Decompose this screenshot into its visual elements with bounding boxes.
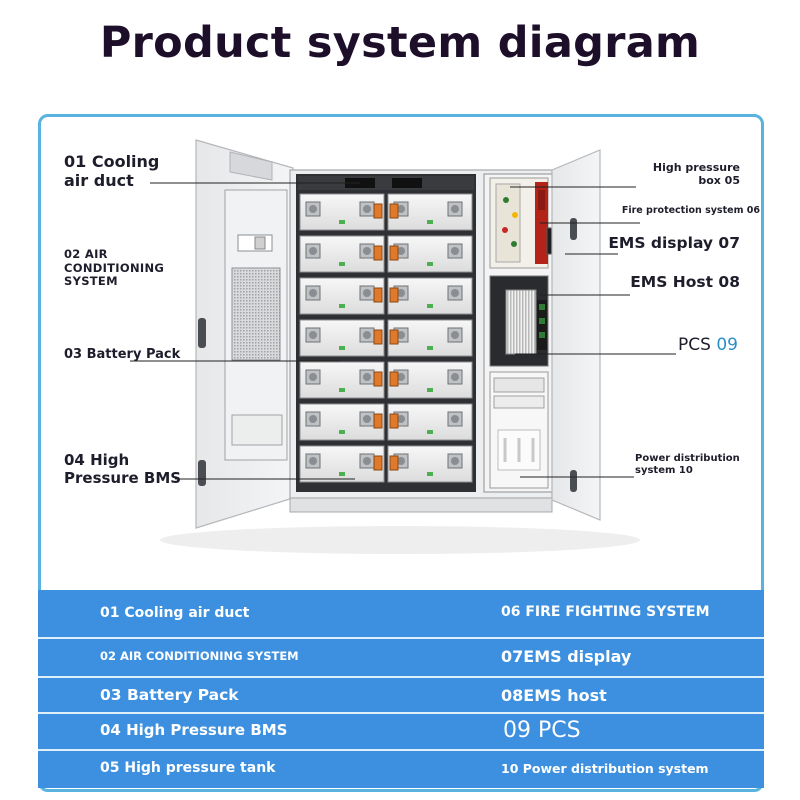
legend-item-06: 06 FIRE FIGHTING SYSTEM bbox=[501, 604, 710, 620]
leader-lines bbox=[130, 182, 676, 480]
battery-module bbox=[299, 403, 385, 441]
legend-item-01: 01 Cooling air duct bbox=[100, 605, 250, 621]
legend-item-03: 03 Battery Pack bbox=[100, 686, 239, 704]
battery-packs bbox=[299, 193, 473, 483]
battery-module bbox=[387, 319, 473, 357]
callout-ems-display: EMS display 07 bbox=[608, 234, 740, 252]
battery-module bbox=[299, 235, 385, 273]
legend-item-05: 05 High pressure tank bbox=[100, 760, 276, 776]
callout-air-conditioning: 02 AIR CONDITIONING SYSTEM bbox=[64, 247, 165, 289]
battery-module bbox=[299, 361, 385, 399]
battery-module bbox=[387, 193, 473, 231]
page-title: Product system diagram bbox=[99, 18, 701, 68]
callout-pcs-label: PCS bbox=[678, 335, 711, 355]
battery-module bbox=[299, 277, 385, 315]
legend-item-09: 09 PCS bbox=[503, 718, 581, 743]
legend-divider bbox=[38, 676, 764, 678]
legend-band bbox=[38, 590, 764, 788]
battery-module bbox=[387, 277, 473, 315]
battery-module bbox=[387, 445, 473, 483]
legend-item-08: 08EMS host bbox=[501, 686, 607, 705]
legend-item-02: 02 AIR CONDITIONING SYSTEM bbox=[100, 649, 299, 663]
legend-item-10: 10 Power distribution system bbox=[501, 761, 709, 776]
callout-fire-protection: Fire protection system 06 bbox=[621, 205, 760, 216]
battery-module bbox=[387, 235, 473, 273]
legend-divider bbox=[38, 749, 764, 751]
callout-power-distribution: Power distribution system 10 bbox=[635, 453, 740, 476]
callout-battery-pack: 03 Battery Pack bbox=[64, 347, 181, 362]
legend-item-04: 04 High Pressure BMS bbox=[100, 721, 288, 739]
callout-high-pressure-box: High pressure box 05 bbox=[652, 161, 740, 187]
legend-divider bbox=[38, 637, 764, 639]
pcs-unit bbox=[505, 289, 537, 355]
battery-module bbox=[299, 319, 385, 357]
battery-module bbox=[387, 361, 473, 399]
callout-cooling-air-duct: 01 Cooling air duct bbox=[64, 152, 160, 190]
legend-item-07: 07EMS display bbox=[501, 647, 632, 666]
legend-divider bbox=[38, 712, 764, 714]
callout-pcs: PCS 09 bbox=[600, 335, 738, 355]
cooling-air-duct bbox=[298, 176, 474, 190]
battery-module bbox=[387, 403, 473, 441]
callout-pcs-number: 09 bbox=[716, 335, 738, 355]
battery-module bbox=[299, 445, 385, 483]
battery-module bbox=[299, 193, 385, 231]
callout-ems-host: EMS Host 08 bbox=[630, 273, 740, 291]
callout-high-pressure-bms: 04 High Pressure BMS bbox=[64, 451, 182, 487]
